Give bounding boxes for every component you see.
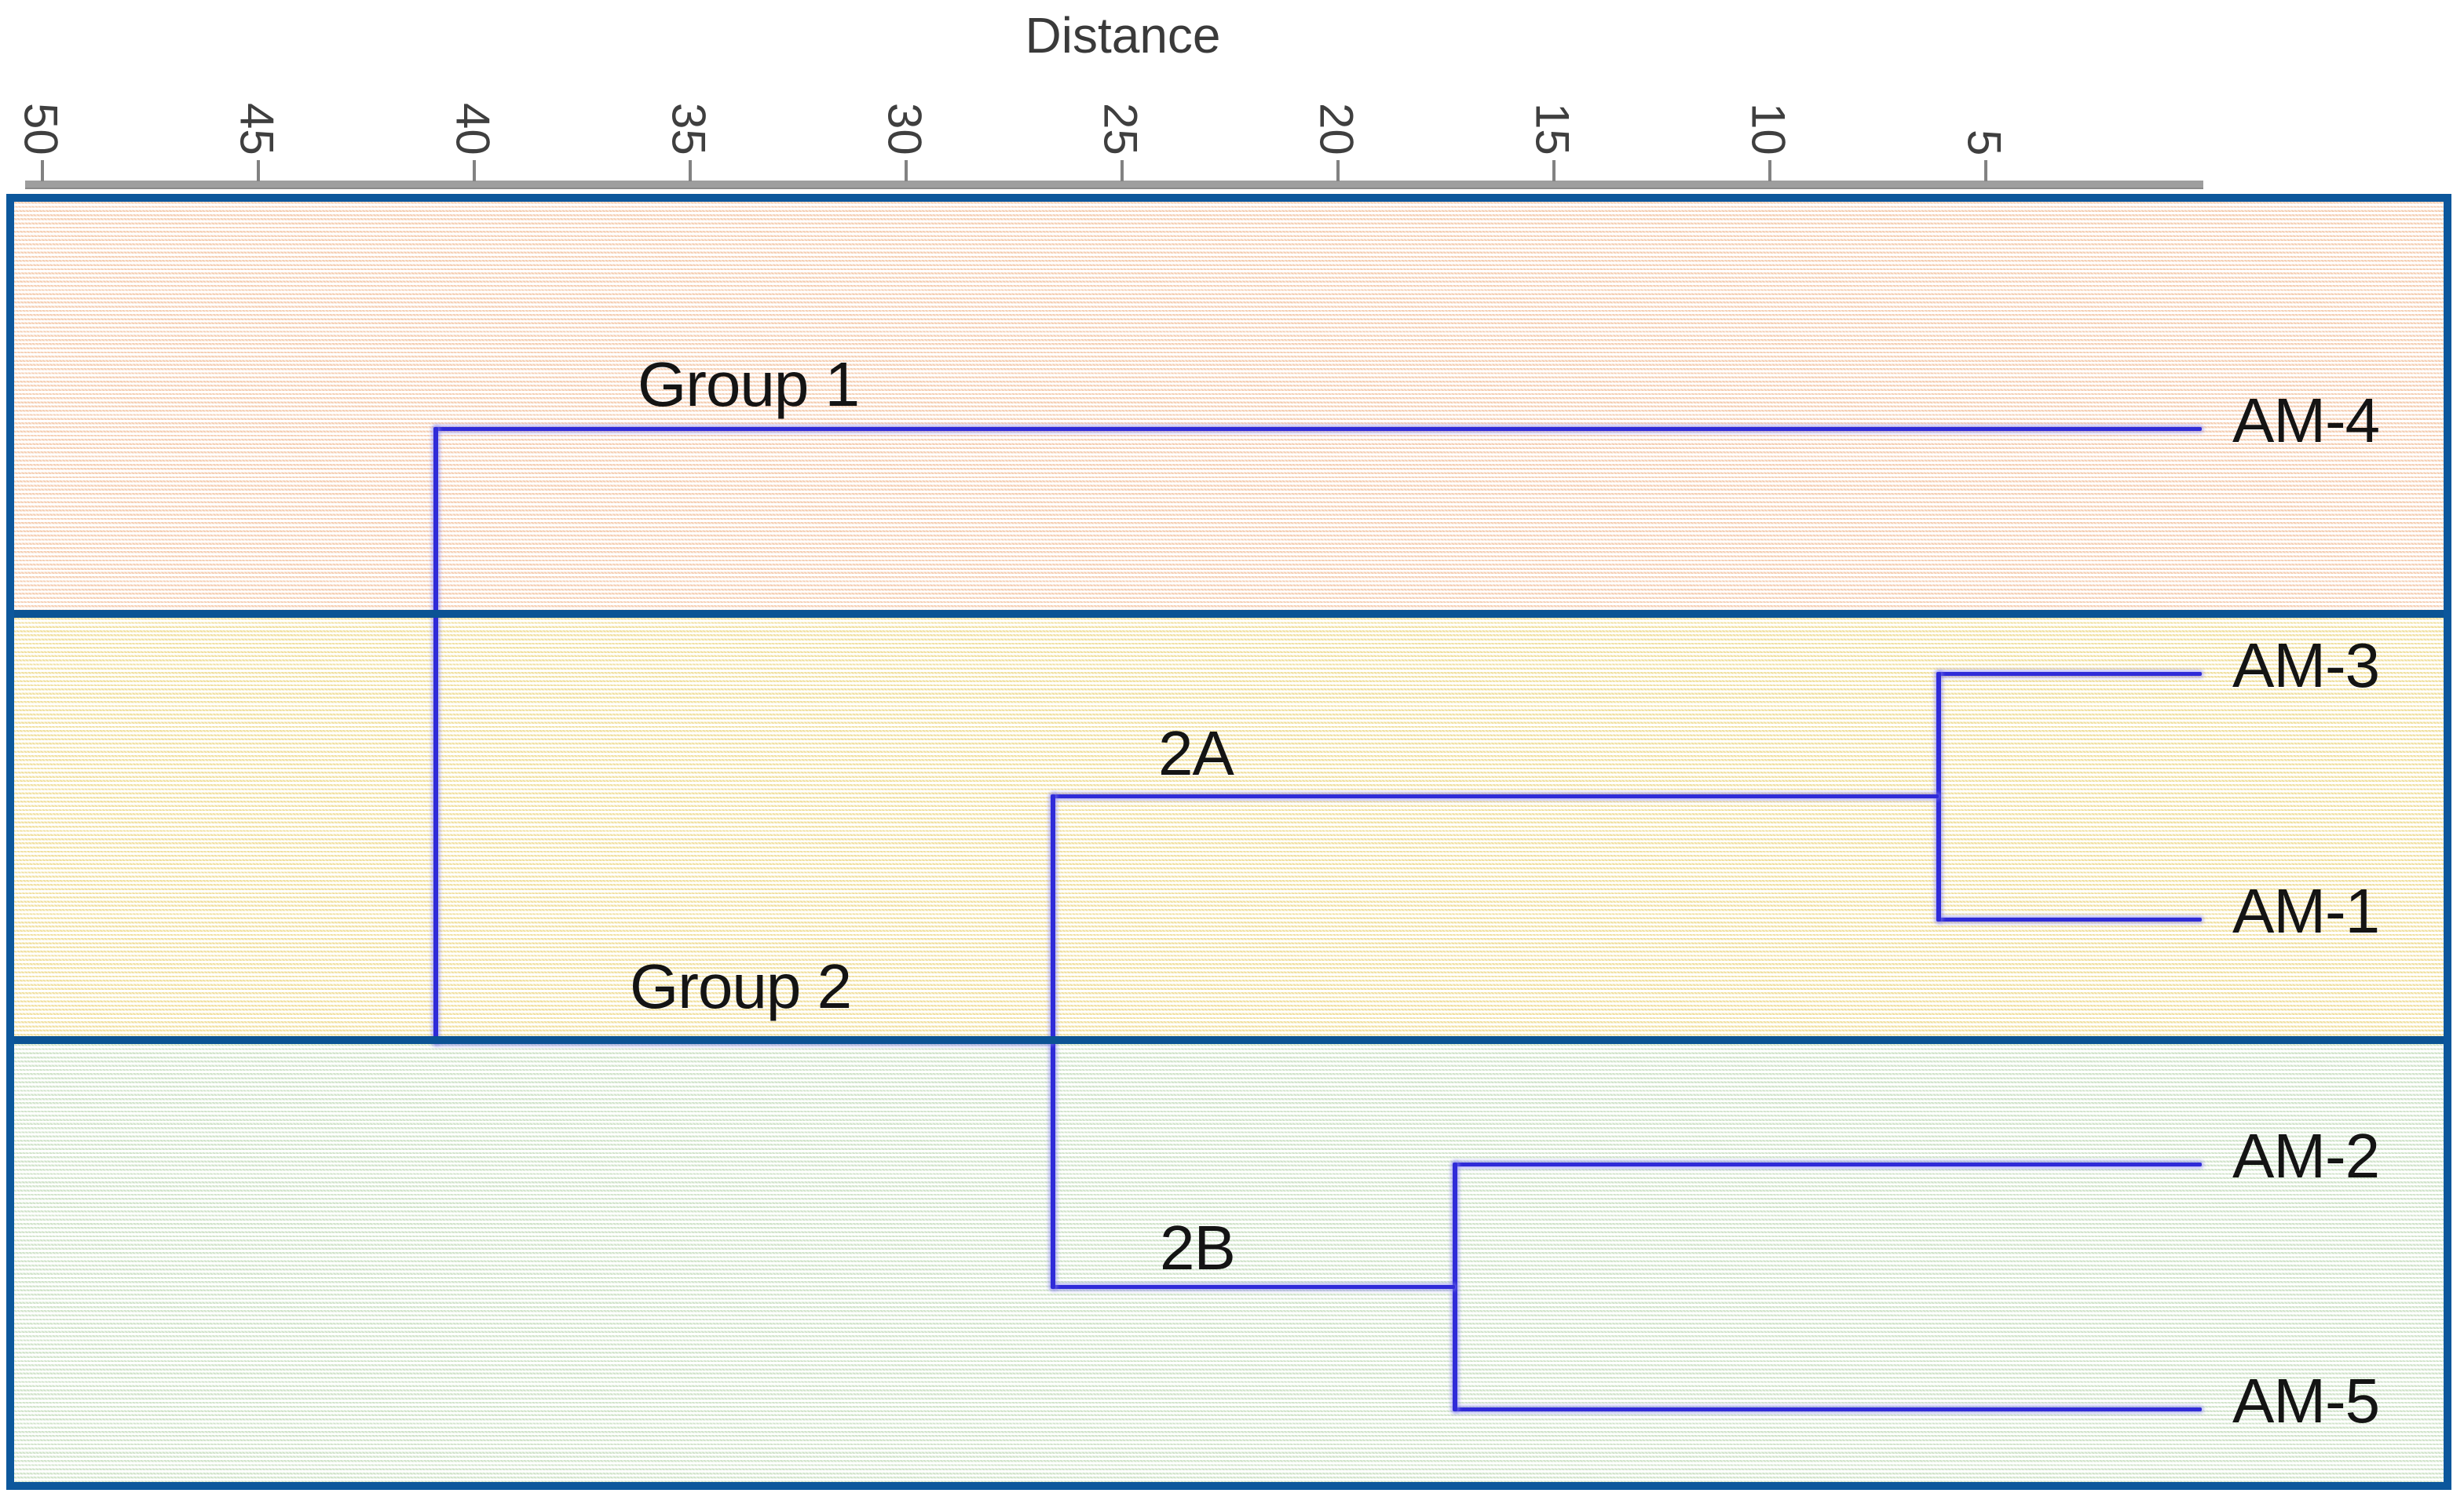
cluster-label: Group 2 <box>630 951 852 1021</box>
axis-line <box>25 181 2203 189</box>
cluster-label: 2B <box>1160 1213 1236 1283</box>
leaf-label: AM-3 <box>2232 630 2380 701</box>
axis-tick-label: 30 <box>878 103 931 155</box>
axis-tick-label: 40 <box>446 103 499 155</box>
axis-tick-label: 20 <box>1310 103 1363 155</box>
axis-tick <box>41 160 44 181</box>
plot-border <box>6 194 2451 1490</box>
tree-branch-horizontal <box>1053 1284 1455 1289</box>
axis-tick <box>1768 160 1771 181</box>
leaf-label: AM-5 <box>2232 1366 2380 1436</box>
axis-tick <box>689 160 692 181</box>
axis-tick-label: 5 <box>1958 129 2011 155</box>
axis-tick <box>905 160 908 181</box>
axis-tick-label: 50 <box>14 103 68 155</box>
tree-branch-vertical <box>433 427 438 1044</box>
axis-tick-label: 15 <box>1526 103 1579 155</box>
axis-tick <box>1336 160 1340 181</box>
axis-tick-label: 35 <box>662 103 715 155</box>
region-divider-bottom <box>6 1036 2451 1044</box>
axis-tick-label: 25 <box>1094 103 1147 155</box>
tree-branch-vertical <box>1936 672 1941 922</box>
cluster-label: 2A <box>1158 718 1234 788</box>
axis-tick-label: 10 <box>1742 103 1795 155</box>
cluster-2a-region-background <box>14 618 2444 1036</box>
region-divider-top <box>6 610 2451 618</box>
group1-region-background <box>14 202 2444 610</box>
tree-branch-horizontal <box>1053 794 1939 799</box>
tree-branch-horizontal <box>1938 672 2202 677</box>
axis-tick <box>257 160 260 181</box>
axis-tick <box>1984 160 1987 181</box>
axis-tick <box>1120 160 1124 181</box>
axis-tick-label: 45 <box>230 103 283 155</box>
tree-branch-horizontal <box>435 427 2202 431</box>
cluster-label: Group 1 <box>638 349 860 419</box>
leaf-label: AM-4 <box>2232 385 2380 455</box>
tree-branch-horizontal <box>1938 917 2202 922</box>
axis-tick <box>1552 160 1556 181</box>
distance-axis: Distance 50 45 40 35 30 25 20 15 10 5 <box>0 0 2464 194</box>
axis-tick <box>473 160 476 181</box>
tree-branch-horizontal <box>1454 1407 2202 1411</box>
tree-branch-horizontal <box>1454 1162 2202 1166</box>
leaf-label: AM-1 <box>2232 875 2380 946</box>
leaf-label: AM-2 <box>2232 1120 2380 1191</box>
axis-title: Distance <box>1025 7 1221 64</box>
tree-branch-vertical <box>1452 1162 1457 1411</box>
